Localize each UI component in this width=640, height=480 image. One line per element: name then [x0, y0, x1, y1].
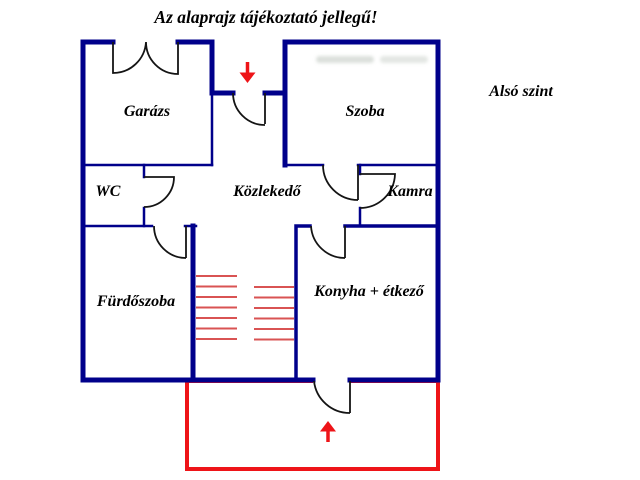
terrace-outline [185, 379, 440, 471]
terrace-arrow-head [320, 421, 336, 432]
room-label-pantry: Kamra [386, 183, 432, 200]
front-door [232, 92, 266, 126]
room-label-bedroom: Szoba [345, 103, 384, 120]
pantry-door [359, 173, 396, 209]
room-label-bathroom: Fürdőszoba [96, 293, 175, 310]
stairs [196, 275, 294, 341]
room-label-kitchen: Konyha + étkező [313, 283, 425, 300]
room-label-hallway: Közlekedő [232, 183, 302, 200]
wall-kitchen-left-top [294, 224, 312, 382]
bathroom-door [153, 225, 187, 259]
room-label-garage: Garázs [124, 103, 170, 120]
entrance-arrow-head [239, 72, 256, 83]
erased-text-smudge [316, 56, 428, 63]
wall-outer-left-top [80, 39, 116, 383]
terrace-door [313, 380, 351, 414]
wc-door [143, 176, 175, 208]
level-label: Alsó szint [488, 83, 553, 100]
walls-medium [294, 224, 440, 382]
walls-thick [80, 39, 441, 383]
labels: Az alaprajz tájékoztató jellegű! Alsó sz… [96, 7, 554, 310]
terrace-border [185, 379, 440, 471]
kitchen-door [310, 225, 346, 259]
bedroom-door [322, 164, 359, 201]
arrows [239, 62, 336, 442]
stairs-left-flight [196, 275, 237, 340]
wall-outer-top-right [282, 39, 441, 383]
terrace-arrow-up-icon [320, 421, 336, 442]
wall-garage-right-porch [175, 39, 236, 96]
doors [112, 41, 396, 414]
plan-title: Az alaprajz tájékoztató jellegű! [153, 7, 377, 27]
garage-door [112, 41, 179, 75]
stairs-right-flight [254, 286, 294, 341]
walls-thin [81, 91, 440, 228]
entrance-arrow-down-icon [239, 62, 256, 83]
room-label-wc: WC [96, 183, 121, 200]
smudge-blob [380, 56, 428, 63]
smudge-blob [316, 56, 374, 63]
